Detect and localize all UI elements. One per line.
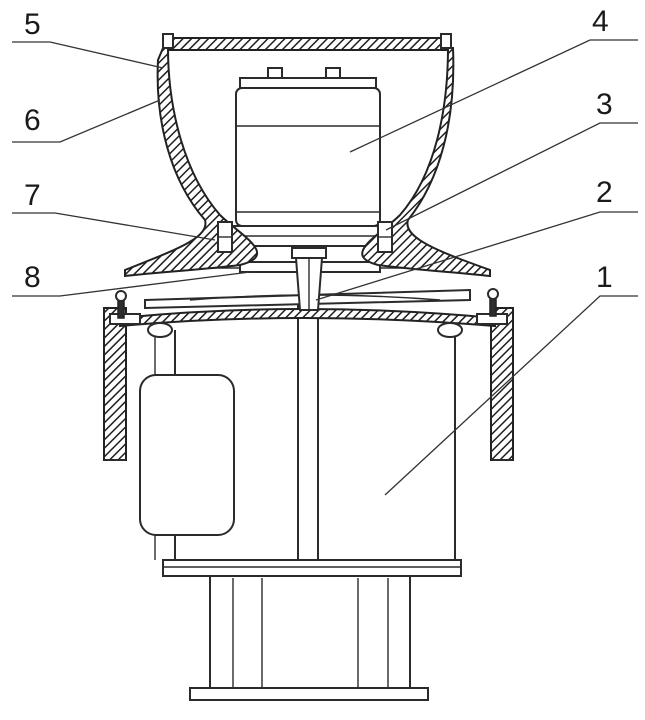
label-8: 8 bbox=[24, 261, 41, 294]
rain-cap bbox=[162, 33, 452, 51]
label-3: 3 bbox=[596, 88, 613, 121]
leader-lines bbox=[12, 39, 638, 496]
label-1: 1 bbox=[596, 261, 613, 294]
motor-mount-bolts bbox=[217, 221, 393, 253]
junction-box bbox=[139, 335, 235, 560]
shaft-coupling bbox=[291, 247, 327, 311]
label-5: 5 bbox=[24, 8, 41, 41]
label-6: 6 bbox=[24, 104, 41, 137]
label-7: 7 bbox=[24, 179, 41, 212]
base-plate bbox=[189, 687, 429, 701]
mounting-flange bbox=[162, 559, 462, 577]
label-2: 2 bbox=[596, 176, 613, 209]
upper-motor bbox=[227, 67, 389, 247]
hood-shroud bbox=[124, 47, 491, 278]
housing-top-plate bbox=[109, 288, 508, 338]
label-4: 4 bbox=[592, 5, 609, 38]
outer-housing bbox=[103, 307, 514, 461]
lower-motor-housing bbox=[209, 574, 411, 691]
